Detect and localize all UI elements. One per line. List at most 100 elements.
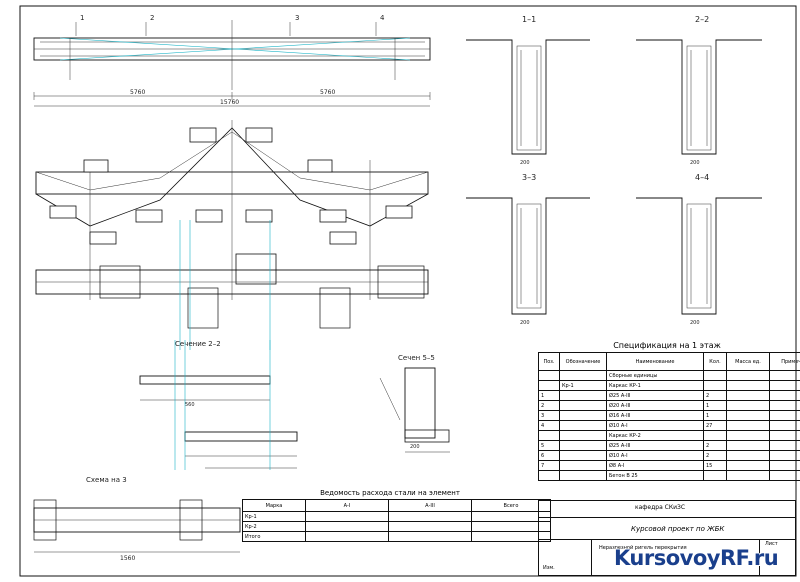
table-cell: 1 <box>538 390 560 401</box>
table-cell <box>388 531 472 542</box>
table-cell <box>559 420 607 431</box>
table-cell: 6 <box>538 450 560 461</box>
svg-text:200: 200 <box>690 160 700 166</box>
table-cell <box>703 380 727 391</box>
table-cell: 1 <box>703 410 727 421</box>
table-cell <box>559 470 607 481</box>
dim-span-2: 5760 <box>320 89 335 96</box>
beam-elevation: 5760 5760 15760 1 2 3 4 <box>33 14 431 107</box>
spec-title: Спецификация на 1 этаж <box>613 341 721 350</box>
table-row: Кр-2 <box>242 521 551 532</box>
table-cell <box>726 420 770 431</box>
table-cell: Ø16 А-III <box>606 410 704 421</box>
table-cell: 5 <box>538 440 560 451</box>
svg-text:200: 200 <box>520 320 530 326</box>
table-cell <box>726 470 770 481</box>
dim-span-1: 5760 <box>130 89 145 96</box>
table-cell: 2 <box>538 400 560 411</box>
table-cell: Каркас КР-1 <box>606 380 704 391</box>
svg-text:3–3: 3–3 <box>522 173 536 182</box>
svg-text:2: 2 <box>150 14 154 22</box>
table-cell <box>726 450 770 461</box>
title-block: кафедра СКиЗС Курсовой проект по ЖБК Нер… <box>538 500 796 576</box>
table-cell <box>559 410 607 421</box>
table-header-cell: Марка <box>242 499 306 512</box>
table-row: Итого <box>242 531 551 542</box>
table-cell <box>538 470 560 481</box>
svg-text:4–4: 4–4 <box>695 173 709 182</box>
table-cell: 2 <box>703 440 727 451</box>
table-cell <box>726 430 770 441</box>
moment-diagram <box>35 120 429 300</box>
table-cell <box>305 511 389 522</box>
table-cell: Ø10 А-I <box>606 450 704 461</box>
table-cell <box>769 410 800 421</box>
table-header-cell: Наименование <box>606 352 704 371</box>
table-header-cell: Поз. <box>538 352 560 371</box>
table-cell <box>538 370 560 381</box>
table-cell: Кр-1 <box>242 511 306 522</box>
table-cell: Кр-1 <box>559 380 607 391</box>
bottom-plan: Схема на 3 1560 <box>33 476 241 562</box>
table-cell: 4 <box>538 420 560 431</box>
title-project: Курсовой проект по ЖБК <box>631 525 725 533</box>
table-cell: 2 <box>703 450 727 461</box>
sheet-frame <box>19 5 797 577</box>
table-cell <box>726 370 770 381</box>
table-row: Каркас КР-2 <box>538 430 800 441</box>
table-header-cell: А-I <box>305 499 389 512</box>
table-cell <box>726 390 770 401</box>
table-cell <box>769 420 800 431</box>
section-a-label: Сечение 2–2 <box>175 340 221 348</box>
table-cell <box>471 531 551 542</box>
title-sheet: Лист <box>765 541 778 547</box>
table-cell: 1 <box>703 400 727 411</box>
section-1-1: 1–1 200 <box>466 15 590 166</box>
table-cell <box>388 521 472 532</box>
table-header-cell: Масса ед. <box>726 352 770 371</box>
table-header-cell: Кол. <box>703 352 727 371</box>
title-org: кафедра СКиЗС <box>635 504 686 511</box>
table-cell <box>726 440 770 451</box>
table-cell <box>769 380 800 391</box>
svg-text:200: 200 <box>410 444 420 450</box>
table-cell: 15 <box>703 460 727 471</box>
section-2-2: 2–2 200 <box>636 15 762 166</box>
table-cell <box>305 531 389 542</box>
svg-text:1–1: 1–1 <box>522 15 536 24</box>
table-cell: Ø10 А-I <box>606 420 704 431</box>
svg-text:3: 3 <box>295 14 299 22</box>
section-4-4: 4–4 200 <box>636 173 762 326</box>
table-cell <box>538 430 560 441</box>
steel-title: Ведомость расхода стали на элемент <box>320 489 460 497</box>
watermark-text: KursovoyRF.ru <box>614 546 779 570</box>
svg-text:4: 4 <box>380 14 385 22</box>
section-b-detail: Сечен 5–5 200 <box>379 354 450 453</box>
table-cell <box>703 370 727 381</box>
table-cell: Кр-2 <box>242 521 306 532</box>
table-cell <box>559 460 607 471</box>
svg-text:560: 560 <box>185 402 195 408</box>
table-cell <box>305 521 389 532</box>
plan-fragment <box>35 220 429 350</box>
table-cell: 3 <box>538 410 560 421</box>
plan-label: Схема на 3 <box>86 476 127 484</box>
svg-text:1: 1 <box>80 14 84 22</box>
table-cell: Ø8 А-I <box>606 460 704 471</box>
table-cell <box>559 430 607 441</box>
table-cell <box>726 460 770 471</box>
table-cell <box>703 430 727 441</box>
table-cell <box>538 380 560 391</box>
section-b-label: Сечен 5–5 <box>398 354 435 362</box>
table-header-cell: А-III <box>388 499 472 512</box>
table-cell <box>559 390 607 401</box>
table-cell: Бетон В 25 <box>606 470 704 481</box>
